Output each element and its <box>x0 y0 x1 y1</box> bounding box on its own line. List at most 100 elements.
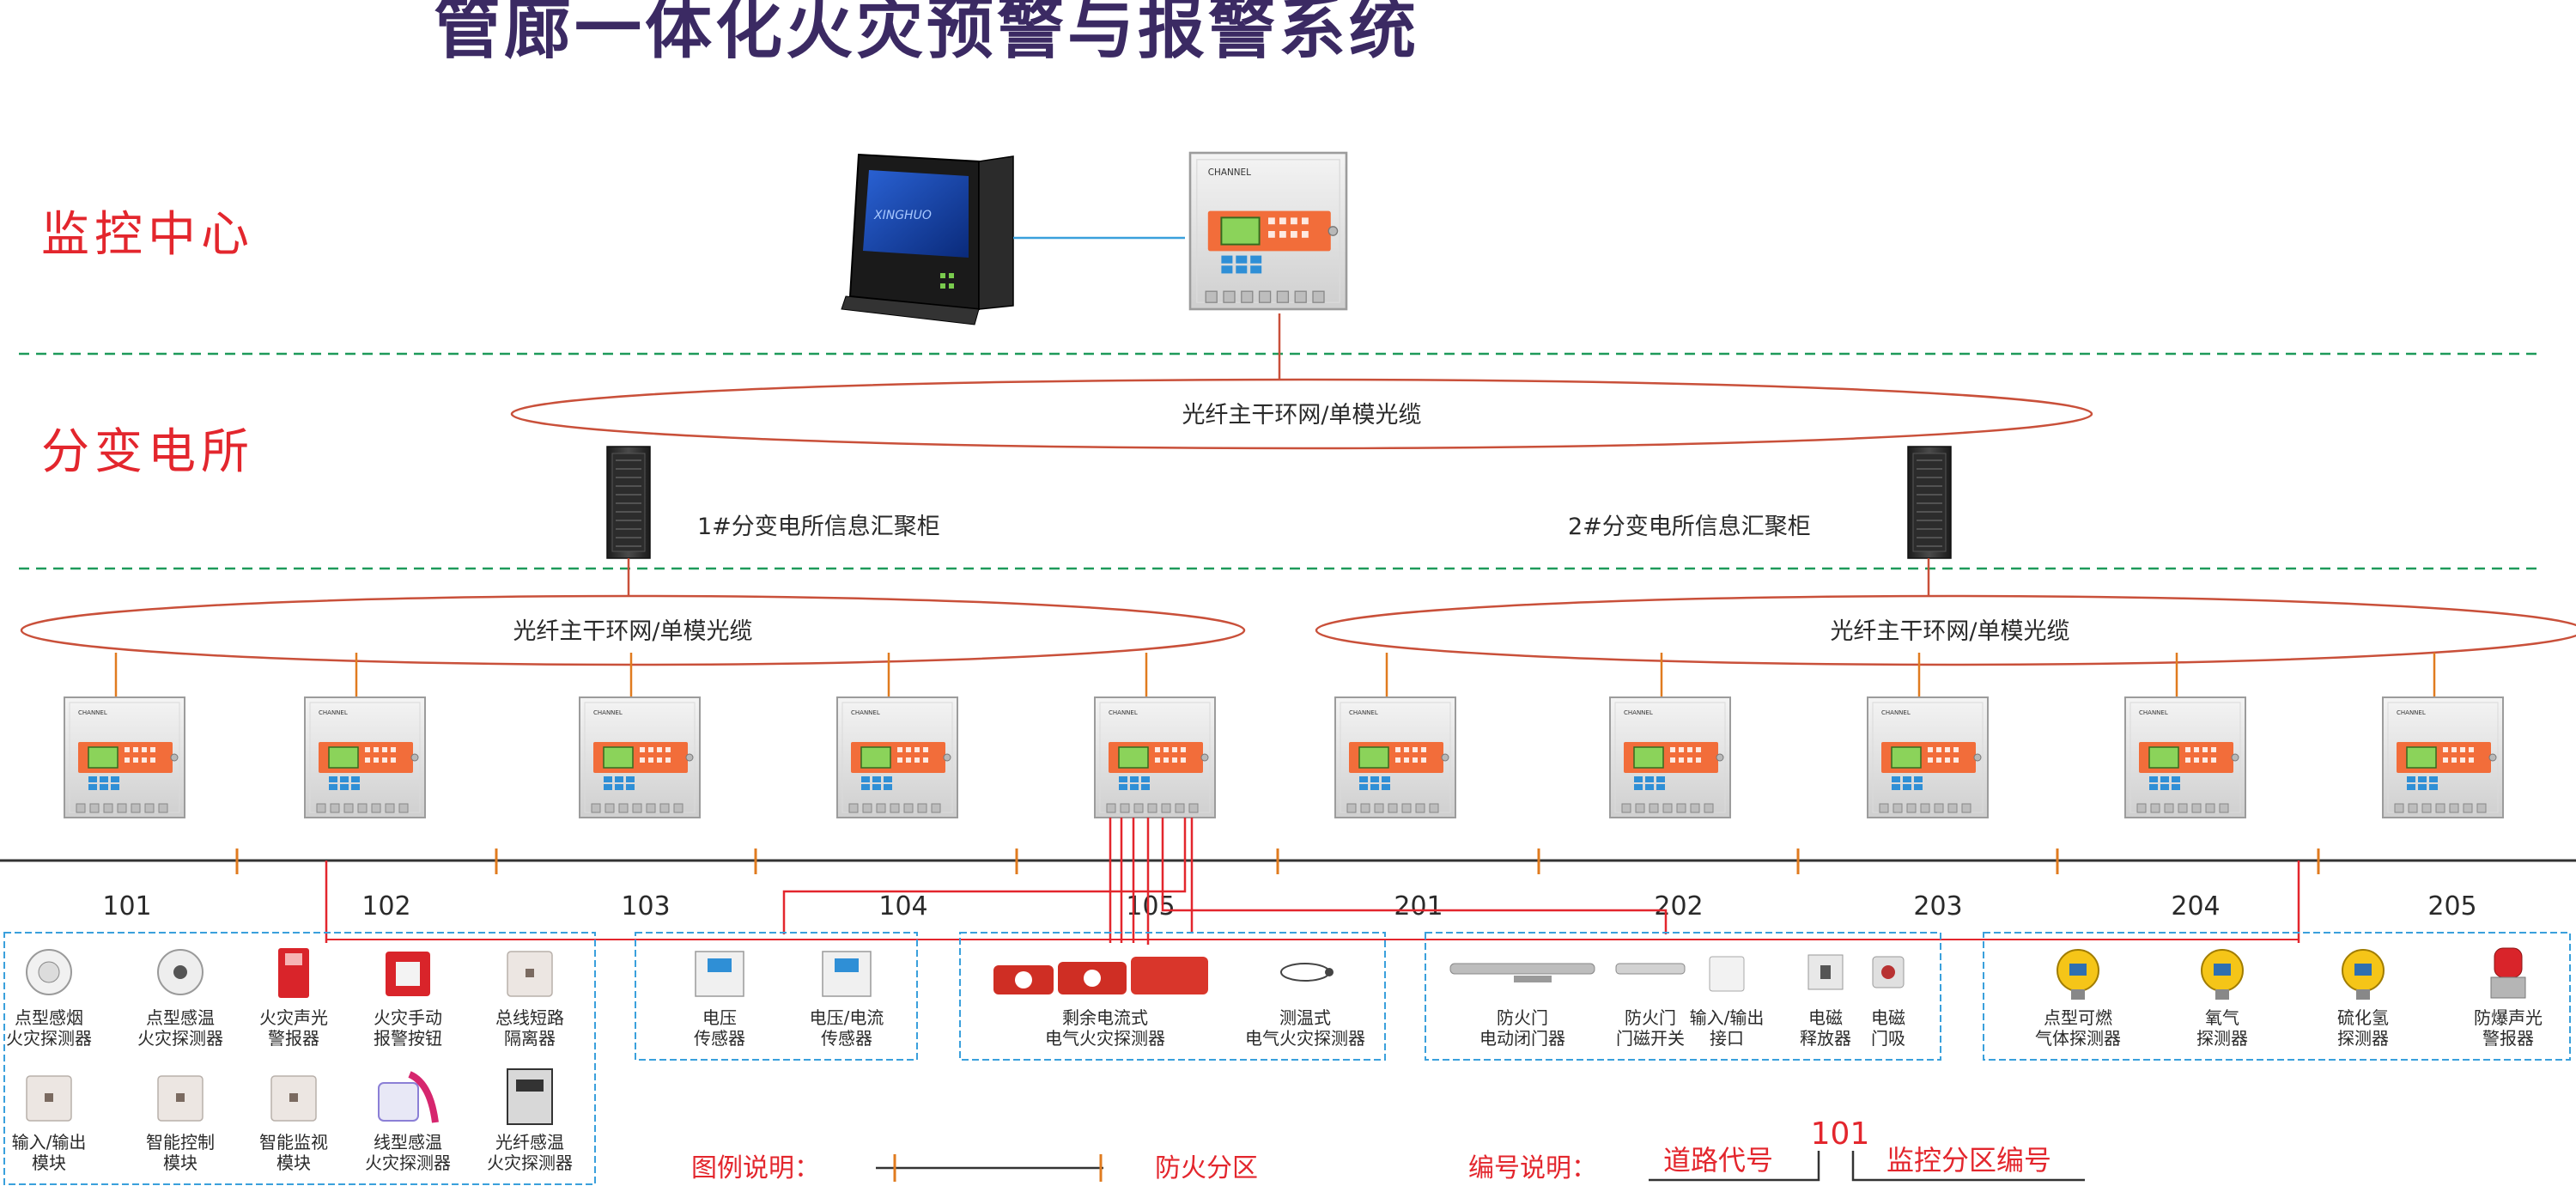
device-label-line2: 气体探测器 <box>2035 1028 2121 1049</box>
numbering-zone-code: 监控分区编号 <box>1886 1144 2051 1177</box>
device-label-line2: 火灾探测器 <box>6 1028 92 1049</box>
section-number: 204 <box>2171 891 2220 921</box>
device-label-line1: 火灾手动 <box>374 1007 442 1028</box>
device-group-box-fire-door <box>1425 932 1941 1061</box>
door-magnet-switch-icon <box>1615 963 1686 975</box>
device-label-line1: 点型感烟 <box>15 1007 83 1028</box>
aggregation-cabinet-2 <box>1907 446 1952 559</box>
numbering-label: 编号说明： <box>1468 1153 1597 1183</box>
voltage-sensor-icon <box>695 951 744 997</box>
device-items: 点型感烟火灾探测器点型感温火灾探测器火灾声光警报器火灾手动报警按钮总线短路隔离器… <box>6 947 2543 1173</box>
device-label-line2: 模块 <box>276 1153 311 1173</box>
zone-fire-controller: CHANNEL <box>1867 696 1989 818</box>
io-module-icon <box>26 1075 72 1122</box>
section-number: 102 <box>361 891 410 921</box>
monitor-module-icon <box>270 1075 317 1122</box>
device-label-line1: 线型感温 <box>374 1132 442 1153</box>
section-number: 202 <box>1654 891 1703 921</box>
device-label-line2: 报警按钮 <box>374 1028 442 1049</box>
zone-fire-controller: CHANNEL <box>64 696 185 818</box>
section-number: 104 <box>878 891 927 921</box>
controller-brand-label: CHANNEL <box>851 709 880 716</box>
numbering-example: 101 <box>1811 1116 1870 1152</box>
device-label-line2: 接口 <box>1710 1028 1744 1049</box>
controller-brand-label: CHANNEL <box>1109 709 1138 716</box>
zone-fire-controller: CHANNEL <box>304 696 426 818</box>
device-group-box-power-sensors <box>635 932 918 1061</box>
section-number: 203 <box>1913 891 1962 921</box>
device-label-line1: 光纤感温 <box>495 1132 564 1153</box>
device-label-line2: 火灾探测器 <box>487 1153 573 1173</box>
device-label-line1: 氧气 <box>2205 1007 2239 1028</box>
main-controller: CHANNEL <box>1188 151 1348 311</box>
section-ticks <box>235 848 2320 874</box>
device-label-line2: 电动闭门器 <box>1479 1028 1565 1049</box>
svg-text:CHANNEL: CHANNEL <box>1208 167 1251 178</box>
device-label-line1: 硫化氢 <box>2337 1007 2389 1028</box>
device-label-line2: 探测器 <box>2337 1028 2389 1049</box>
device-label-line2: 释放器 <box>1800 1028 1851 1049</box>
backbone-ring-top-label: 光纤主干环网/单模光缆 <box>1182 402 1421 429</box>
door-holder-icon <box>1872 956 1905 988</box>
page-title: 管廊一体化火灾预警与报警系统 <box>434 0 1419 68</box>
device-label-line2: 电气火灾探测器 <box>1045 1028 1165 1049</box>
manual-call-point-icon <box>386 952 430 996</box>
cabinet-1-label: 1#分变电所信息汇聚柜 <box>697 514 940 540</box>
device-label-line2: 传感器 <box>694 1028 745 1049</box>
device-label-line1: 测温式 <box>1279 1007 1331 1028</box>
device-label-line2: 电气火灾探测器 <box>1245 1028 1365 1049</box>
zone-label-substation: 分变电所 <box>41 424 254 480</box>
linear-heat-detector-icon <box>378 1071 439 1123</box>
zone-label-monitor-center: 监控中心 <box>41 207 254 263</box>
device-label-line1: 点型可燃 <box>2044 1007 2112 1028</box>
temperature-detector-icon <box>1280 963 1334 982</box>
device-label-line1: 点型感温 <box>146 1007 215 1028</box>
section-number: 205 <box>2427 891 2476 921</box>
device-label-line2: 隔离器 <box>504 1028 556 1049</box>
backbone-ring-right <box>1315 594 2576 666</box>
section-number: 101 <box>102 891 151 921</box>
zone-fire-controller: CHANNEL <box>836 696 958 818</box>
controller-brand-label: CHANNEL <box>2397 709 2426 716</box>
oxygen-detector-icon <box>2201 949 2244 1000</box>
device-label-line1: 电压 <box>702 1007 737 1028</box>
residual-current-detector-icon <box>993 957 1208 994</box>
monitoring-workstation: XINGHUO <box>841 153 1014 325</box>
sounder-strobe-icon <box>278 948 309 998</box>
device-label-line2: 警报器 <box>268 1028 319 1049</box>
device-label-line2: 模块 <box>163 1153 197 1173</box>
isolator-icon <box>507 951 553 997</box>
voltage-current-sensor-icon <box>822 951 872 997</box>
device-label-line2: 警报器 <box>2482 1028 2534 1049</box>
device-label-line2: 模块 <box>32 1153 66 1173</box>
controller-brand-label: CHANNEL <box>1624 709 1653 716</box>
zone-fire-controller: CHANNEL <box>2382 696 2504 818</box>
device-label-line1: 电压/电流 <box>810 1007 884 1028</box>
device-label-line1: 输入/输出 <box>1690 1007 1765 1028</box>
device-label-line2: 门磁开关 <box>1616 1028 1685 1049</box>
h2s-detector-icon <box>2342 949 2385 1000</box>
backbone-ring-left-label: 光纤主干环网/单模光缆 <box>513 618 752 645</box>
io-interface-icon <box>1709 956 1745 992</box>
section-number: 103 <box>621 891 670 921</box>
device-label-line1: 防火门 <box>1625 1007 1676 1028</box>
device-group-box-fire-alarm <box>3 932 596 1185</box>
device-label-line1: 电磁 <box>1808 1007 1843 1028</box>
device-label-line1: 电磁 <box>1871 1007 1905 1028</box>
